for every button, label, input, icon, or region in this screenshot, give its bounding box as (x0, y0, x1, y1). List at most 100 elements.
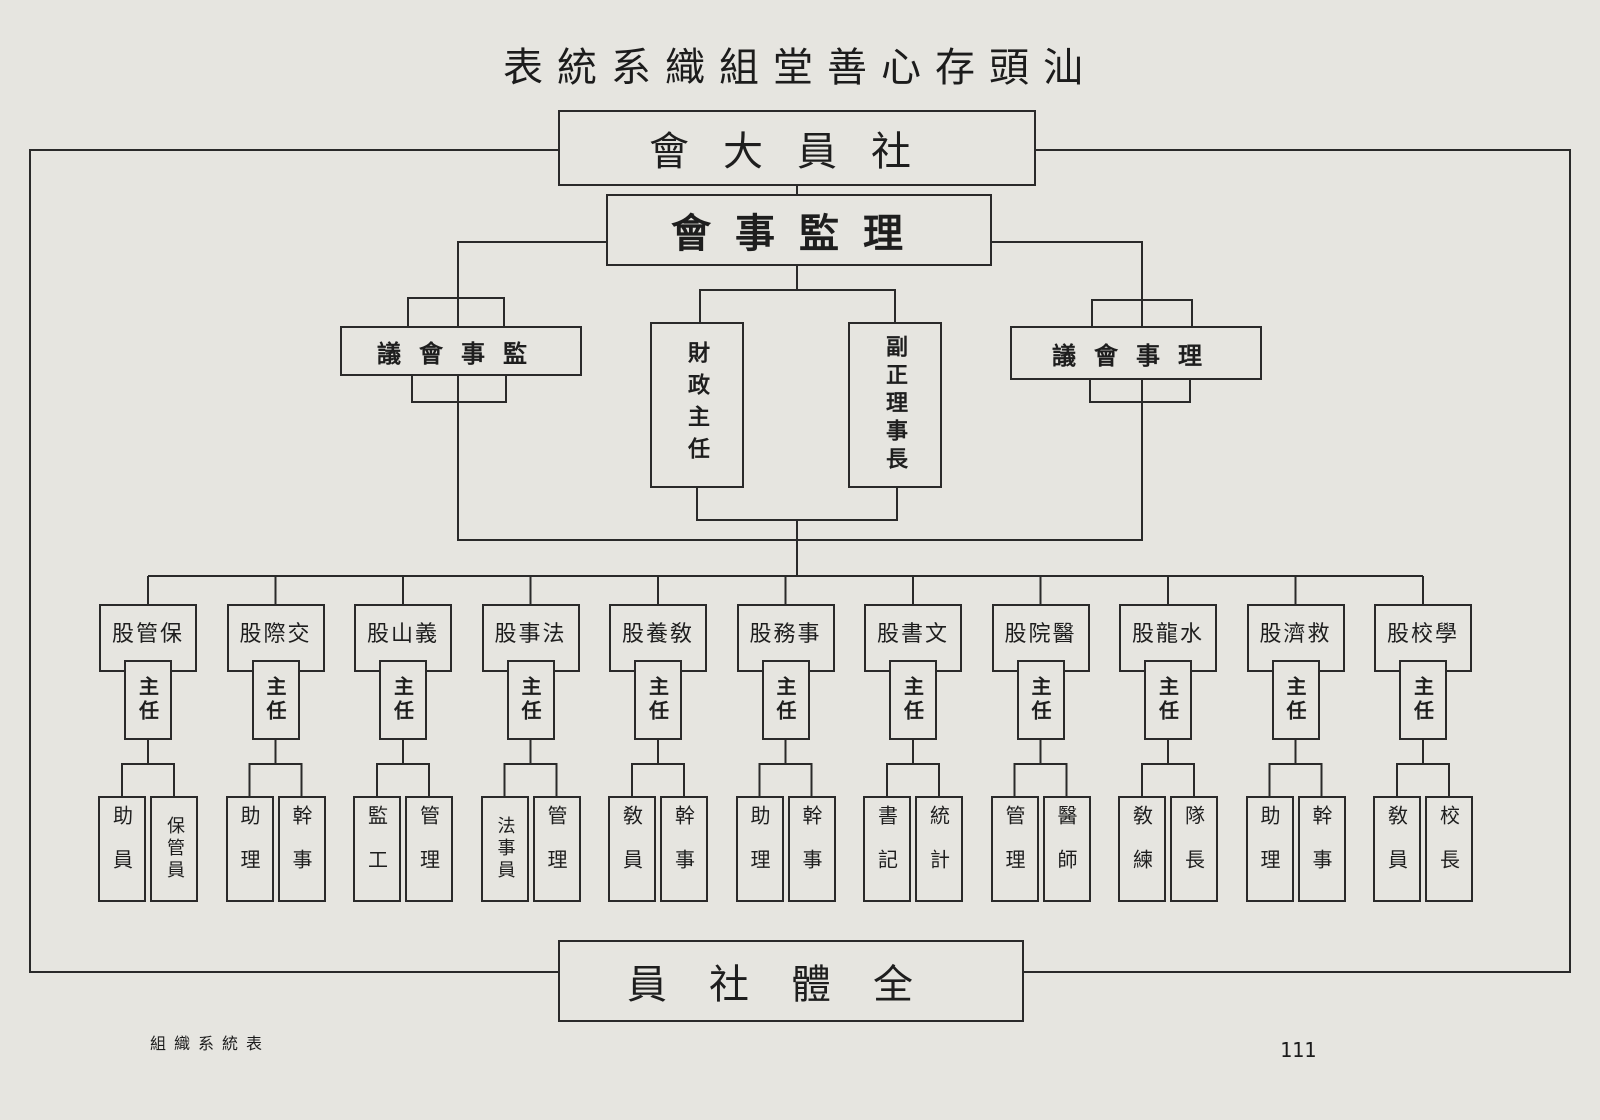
dept-head-label: 主任 (645, 676, 670, 724)
staff-box: 幹事 (277, 796, 326, 902)
dept-name-label: 股務事 (749, 622, 822, 647)
supervisors-box: 議會事監 (340, 326, 582, 376)
general-assembly-box: 會大員社 (558, 110, 1036, 186)
staff-box: 校長 (1425, 796, 1473, 902)
staff-bracket-0 (121, 763, 175, 796)
dept-name-label: 股龍水 (1131, 622, 1204, 647)
staff-bracket-8 (1141, 763, 1195, 796)
dept-head-label: 主任 (1028, 676, 1052, 724)
dept-head-box: 主任 (1399, 660, 1447, 740)
dept-head-label: 主任 (390, 676, 415, 724)
staff-box: 管理 (532, 796, 581, 902)
staff-box: 助員 (98, 796, 146, 902)
chairman-box: 副正理事長 (848, 322, 942, 488)
staff-bracket-2 (376, 763, 430, 796)
dept-head-label: 主任 (135, 676, 160, 724)
directors-bottom-bracket (1089, 380, 1191, 403)
staff-label: 助理 (747, 805, 771, 893)
dept-name-label: 股事法 (494, 622, 567, 647)
staff-box: 敎員 (608, 796, 656, 902)
staff-box: 隊長 (1170, 796, 1218, 902)
staff-label: 書記 (874, 805, 899, 893)
staff-label: 法事員 (494, 816, 516, 882)
staff-bracket-9 (1268, 763, 1323, 796)
dept-head-box: 主任 (761, 660, 810, 740)
all-members-label: 員社體全 (627, 962, 955, 1008)
outer-frame-left (29, 149, 558, 973)
dept-head-box: 主任 (634, 660, 682, 740)
staff-label: 助理 (1257, 805, 1281, 893)
staff-box: 助理 (225, 796, 274, 902)
staff-label: 幹事 (289, 805, 313, 893)
dept-name-label: 股管保 (111, 622, 184, 647)
staff-label: 幹事 (671, 805, 696, 893)
dept-name-label: 股山義 (366, 622, 439, 647)
staff-label: 助員 (109, 805, 134, 893)
staff-bracket-4 (631, 763, 685, 796)
staff-label: 幹事 (799, 805, 823, 893)
staff-label: 敎練 (1129, 805, 1154, 893)
staff-label: 助理 (237, 805, 261, 893)
officers-bottom-bracket (696, 488, 898, 521)
staff-box: 助理 (1245, 796, 1294, 902)
dept-name-label: 股濟救 (1259, 622, 1332, 647)
directors-top-bracket (1091, 299, 1193, 326)
dept-head-label: 主任 (1410, 676, 1435, 724)
staff-bracket-5 (758, 763, 813, 796)
dept-head-box: 主任 (251, 660, 300, 740)
staff-label: 管理 (544, 805, 568, 893)
dept-box: 股務事 (736, 604, 835, 672)
dept-head-label: 主任 (900, 676, 925, 724)
directors-box: 議會事理 (1010, 326, 1262, 380)
dept-head-label: 主任 (1283, 676, 1307, 724)
staff-label: 保管員 (164, 816, 185, 882)
dept-head-box: 主任 (1271, 660, 1320, 740)
dept-name-label: 股養敎 (621, 622, 694, 647)
supervisors-top-bracket (407, 297, 505, 326)
staff-box: 幹事 (1297, 796, 1346, 902)
officers-bracket (699, 289, 896, 326)
dept-box: 股山義 (354, 604, 452, 672)
staff-box: 醫師 (1042, 796, 1091, 902)
staff-bracket-6 (886, 763, 940, 796)
page-title: 表統系織組堂善心存頭汕 (503, 45, 1097, 91)
staff-label: 幹事 (1309, 805, 1333, 893)
dept-box: 股校學 (1374, 604, 1472, 672)
page-number: 111 (1280, 1038, 1317, 1062)
dept-box: 股書文 (864, 604, 962, 672)
staff-label: 管理 (1002, 805, 1026, 893)
staff-bracket-3 (503, 763, 558, 796)
dept-head-label: 主任 (518, 676, 542, 724)
staff-box: 敎練 (1118, 796, 1166, 902)
staff-label: 統計 (926, 805, 951, 893)
supervisors-bottom-bracket (411, 376, 507, 403)
staff-box: 監工 (353, 796, 401, 902)
dept-name-label: 股書文 (876, 622, 949, 647)
general-assembly-label: 會大員社 (649, 129, 945, 175)
staff-label: 敎員 (1384, 805, 1409, 893)
staff-bracket-10 (1396, 763, 1450, 796)
dept-head-label: 主任 (773, 676, 797, 724)
staff-label: 監工 (364, 805, 389, 893)
staff-box: 保管員 (150, 796, 198, 902)
all-members-box: 員社體全 (558, 940, 1024, 1022)
staff-label: 校長 (1436, 805, 1461, 893)
staff-label: 醫師 (1054, 805, 1078, 893)
staff-box: 管理 (990, 796, 1039, 902)
dept-head-box: 主任 (1144, 660, 1192, 740)
outer-frame-right (1024, 149, 1571, 973)
staff-box: 統計 (915, 796, 963, 902)
council-loop (457, 241, 1143, 541)
staff-box: 管理 (405, 796, 453, 902)
staff-bracket-7 (1013, 763, 1068, 796)
staff-box: 幹事 (660, 796, 708, 902)
dept-name-label: 股院醫 (1004, 622, 1077, 647)
staff-box: 幹事 (787, 796, 836, 902)
chairman-label: 副正理事長 (882, 335, 908, 475)
staff-label: 管理 (416, 805, 441, 893)
staff-bracket-1 (248, 763, 303, 796)
directors-label: 議會事理 (1052, 340, 1220, 370)
dept-name-label: 股校學 (1386, 622, 1459, 647)
staff-box: 助理 (735, 796, 784, 902)
